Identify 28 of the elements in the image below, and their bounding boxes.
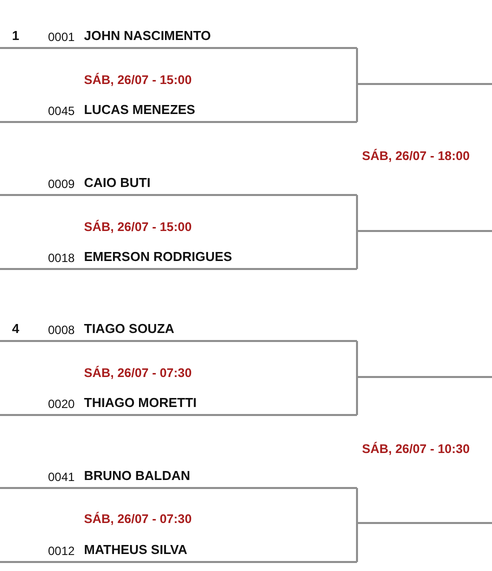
player-name: THIAGO MORETTI	[84, 395, 197, 410]
match-time: SÁB, 26/07 - 07:30	[84, 512, 192, 526]
player-number: 0045	[48, 104, 75, 118]
bracket-line	[356, 522, 492, 562]
player-number: 0009	[48, 177, 75, 191]
player-name: BRUNO BALDAN	[84, 468, 190, 483]
player-name: CAIO BUTI	[84, 175, 150, 190]
seed-number: 4	[12, 321, 20, 336]
seed-number: 1	[12, 28, 20, 43]
player-name: EMERSON RODRIGUES	[84, 249, 232, 264]
player-name: LUCAS MENEZES	[84, 102, 196, 117]
player-number: 0001	[48, 30, 75, 44]
match-time: SÁB, 26/07 - 15:00	[84, 220, 192, 234]
bracket-line	[356, 376, 492, 415]
player-number: 0008	[48, 323, 75, 337]
player-number: 0012	[48, 544, 75, 558]
match-time: SÁB, 26/07 - 18:00	[362, 149, 470, 163]
player-number: 0020	[48, 397, 75, 411]
match-time: SÁB, 26/07 - 15:00	[84, 73, 192, 87]
match-time: SÁB, 26/07 - 07:30	[84, 366, 192, 380]
player-number: 0041	[48, 470, 75, 484]
player-name: TIAGO SOUZA	[84, 321, 174, 336]
player-name: MATHEUS SILVA	[84, 542, 188, 557]
player-number: 0018	[48, 251, 75, 265]
bracket-line	[356, 230, 492, 269]
player-name: JOHN NASCIMENTO	[84, 28, 211, 43]
match-time: SÁB, 26/07 - 10:30	[362, 442, 470, 456]
bracket-line	[356, 83, 492, 122]
